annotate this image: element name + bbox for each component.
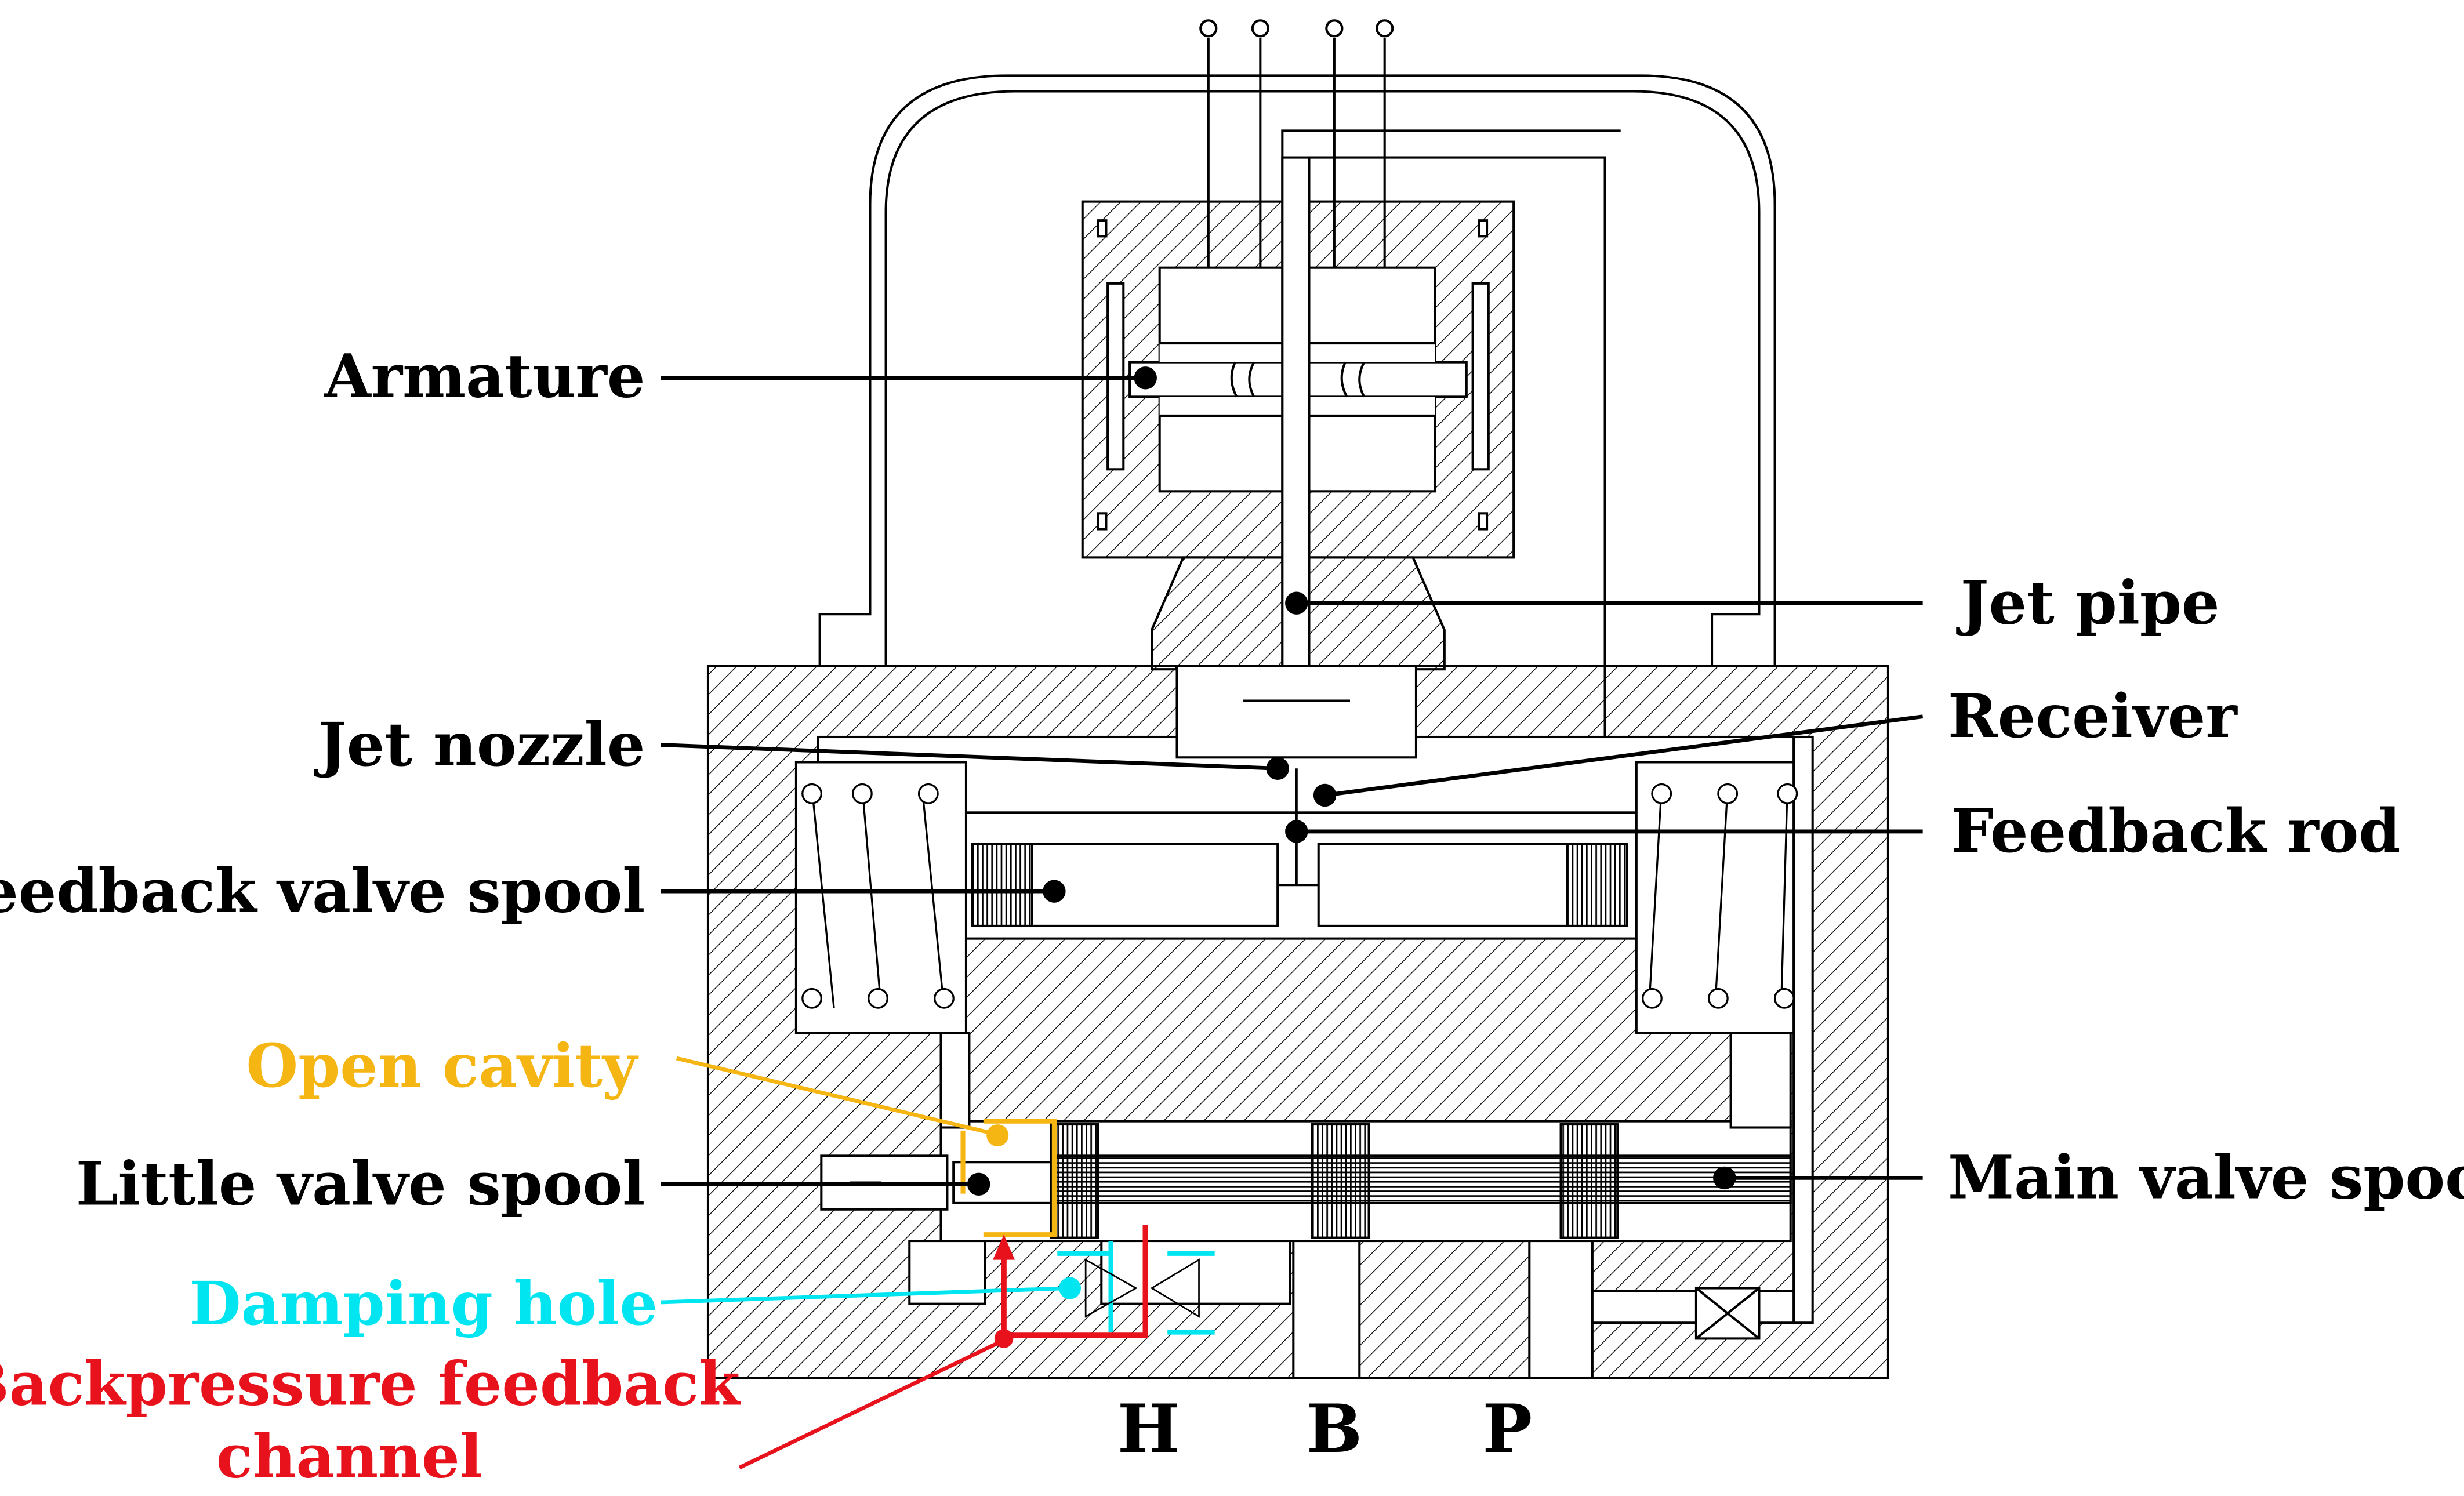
terminal-1 [1199, 19, 1218, 38]
filter-element [1694, 1287, 1761, 1340]
torque-motor [1081, 200, 1515, 671]
jet-nozzle-leader [661, 743, 1278, 771]
label-receiver: Receiver [1948, 681, 2238, 751]
receiver-block [1175, 665, 1417, 759]
label-backpressure-line2: channel [216, 1421, 482, 1491]
terminal-4 [1376, 19, 1394, 38]
label-open-cavity: Open cavity [246, 1031, 639, 1101]
label-backpressure-line1: Backpressure feedback [0, 1349, 742, 1419]
port-label-p: P [1482, 1390, 1532, 1468]
leader-lines [661, 366, 1924, 1196]
valve-body [706, 665, 1889, 1379]
port-label-h: H [1117, 1390, 1180, 1468]
label-feedback-rod: Feedback rod [1951, 796, 2400, 866]
labels: Armature Jet pipe Jet nozzle Receiver Fe… [0, 341, 2464, 1491]
label-jet-pipe: Jet pipe [1956, 568, 2220, 638]
label-jet-nozzle: Jet nozzle [314, 710, 645, 780]
label-damping-hole: Damping hole [189, 1269, 658, 1339]
feedback-valve-spool-shape [971, 768, 1628, 927]
cover-housing [818, 74, 1776, 666]
label-main-valve-spool: Main valve spool [1948, 1143, 2464, 1213]
terminal-3 [1325, 19, 1344, 38]
port-label-b: B [1307, 1390, 1362, 1468]
label-little-valve-spool: Little valve spool [76, 1149, 645, 1219]
label-feedback-valve-spool: Feedback valve spool [0, 856, 645, 926]
label-armature: Armature [324, 341, 645, 411]
open-cavity-outline [983, 1119, 1057, 1237]
receiver-leader [1324, 714, 1924, 797]
centering-springs [801, 783, 1798, 1009]
terminal-2 [1251, 19, 1269, 38]
backpressure-channel-marker [738, 1225, 1149, 1470]
